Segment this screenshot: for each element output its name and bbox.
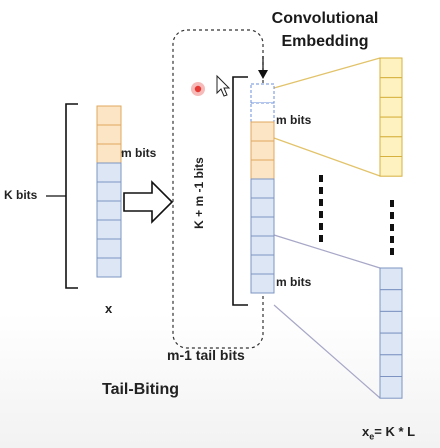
xe-formula-label: xe= K * L	[362, 424, 415, 442]
middle-orange-cell	[250, 159, 275, 180]
x-label: x	[105, 301, 113, 316]
middle-orange-cell	[250, 140, 275, 161]
tail-biting-label: Tail-Biting	[102, 381, 180, 398]
connector-line	[273, 304, 381, 399]
cells-layer	[96, 57, 403, 399]
output-yellow-cell	[379, 136, 403, 158]
input-blue-cell	[96, 162, 122, 183]
ellipsis-dash	[319, 211, 323, 218]
middle-blue-cell	[250, 235, 275, 256]
xe-subscript: e	[369, 431, 375, 442]
ellipsis-dash	[390, 224, 394, 231]
output-yellow-cell	[379, 77, 403, 98]
transform-arrow	[123, 180, 174, 224]
output-yellow-cell	[379, 57, 403, 79]
ellipsis-dash	[319, 175, 323, 182]
ellipsis-dash	[319, 187, 323, 194]
xe-rest: = K * L	[374, 424, 416, 439]
middle-blue-cell	[250, 216, 275, 237]
output-blue-cell	[379, 310, 403, 334]
connector-line	[273, 57, 381, 89]
xe-x: x	[362, 424, 370, 439]
click-indicator-dot	[194, 85, 202, 93]
output-blue-cell	[379, 376, 403, 399]
input-orange-cell	[96, 105, 122, 126]
input-blue-cell	[96, 200, 122, 221]
middle-blue-cell	[250, 254, 275, 275]
connector-line	[273, 234, 381, 269]
middle-blue-cell	[250, 273, 275, 294]
output-blue-cell	[379, 354, 403, 377]
input-blue-cell	[96, 238, 122, 259]
output-blue-cell	[379, 267, 403, 291]
m-bits-left-label: m bits	[121, 146, 157, 160]
ellipsis-dash	[390, 212, 394, 219]
k-bits-bracket	[65, 103, 78, 289]
middle-blue-cell	[250, 178, 275, 199]
k-bits-label: K bits	[4, 188, 38, 202]
input-orange-cell	[96, 124, 122, 145]
ellipsis-dash	[390, 248, 394, 255]
tail-dashed-cell	[250, 102, 275, 123]
middle-orange-cell	[250, 121, 275, 142]
ellipsis-dash	[390, 236, 394, 243]
output-yellow-cell	[379, 96, 403, 118]
tail-dashed-cell	[250, 83, 275, 104]
ellipsis-dash	[390, 200, 394, 207]
input-blue-cell	[96, 257, 122, 278]
feedback-arrow-head	[258, 70, 268, 79]
mouse-cursor-icon	[216, 74, 231, 97]
middle-blue-cell	[250, 197, 275, 218]
input-blue-cell	[96, 219, 122, 240]
ellipsis-dash	[319, 199, 323, 206]
output-yellow-cell	[379, 156, 403, 177]
output-blue-cell	[379, 289, 403, 312]
diagram-title-line1: Convolutional	[271, 10, 379, 27]
middle-bracket	[232, 76, 248, 306]
vertical-bits-label: K + m -1 bits	[192, 157, 206, 229]
m-bits-bottom-label: m bits	[276, 275, 312, 289]
tail-bits-label: m-1 tail bits	[167, 347, 245, 363]
input-orange-cell	[96, 143, 122, 164]
diagram-title-line2: Embedding	[281, 33, 369, 50]
ellipsis-dash	[319, 223, 323, 230]
ellipsis-dash	[319, 235, 323, 242]
connector-line	[273, 137, 381, 177]
output-blue-cell	[379, 332, 403, 356]
m-bits-top-label: m bits	[276, 113, 312, 127]
input-blue-cell	[96, 181, 122, 202]
output-yellow-cell	[379, 116, 403, 138]
